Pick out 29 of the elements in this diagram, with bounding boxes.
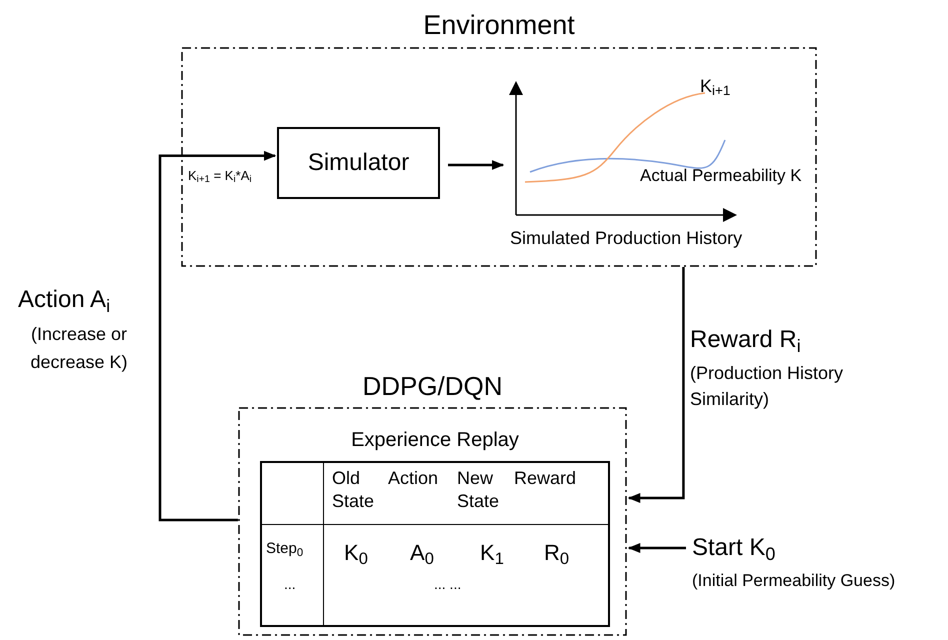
arrow: [628, 543, 686, 553]
table-title: Experience Replay: [350, 428, 520, 453]
table-text: Reward: [514, 467, 576, 490]
table-text: New State: [457, 467, 500, 512]
formula-label: K$_{i+1}$ = K$_{i}$*A$_{i}$: [188, 167, 252, 186]
group-title: Environment: [422, 9, 576, 42]
table-text: R$_{0}$: [544, 539, 570, 566]
table-text: K$_{1}$: [480, 539, 504, 566]
table-text: Step$_{0}$: [266, 540, 304, 559]
arrow: [448, 160, 504, 170]
curve-label: Actual Permeability K: [640, 165, 802, 187]
table-text: Action: [388, 467, 438, 490]
process-box: Simulator: [277, 127, 440, 199]
table-text: K$_{0}$: [344, 539, 368, 566]
group-title: DDPG/DQN: [361, 370, 504, 403]
edge-label: Action A$_{i}$: [18, 285, 110, 318]
node-title: Start K$_{0}$: [692, 533, 776, 566]
table-text: ... ...: [434, 576, 462, 594]
note-label: (Production History Similarity): [690, 362, 844, 411]
table-text: ...: [284, 576, 296, 594]
curve-label: K$_{i+1}$: [700, 75, 730, 100]
table-text: Old State: [332, 467, 376, 512]
arrow: [628, 267, 685, 503]
edge-label: Reward R$_{i}$: [690, 325, 801, 358]
table-text: A$_{0}$: [410, 539, 434, 566]
axis-title: Simulated Production History: [510, 227, 742, 250]
arrow: [158, 150, 276, 522]
note-label: (Increase or decrease K): [29, 323, 129, 374]
node-subtitle: (Initial Permeability Guess): [692, 570, 896, 592]
